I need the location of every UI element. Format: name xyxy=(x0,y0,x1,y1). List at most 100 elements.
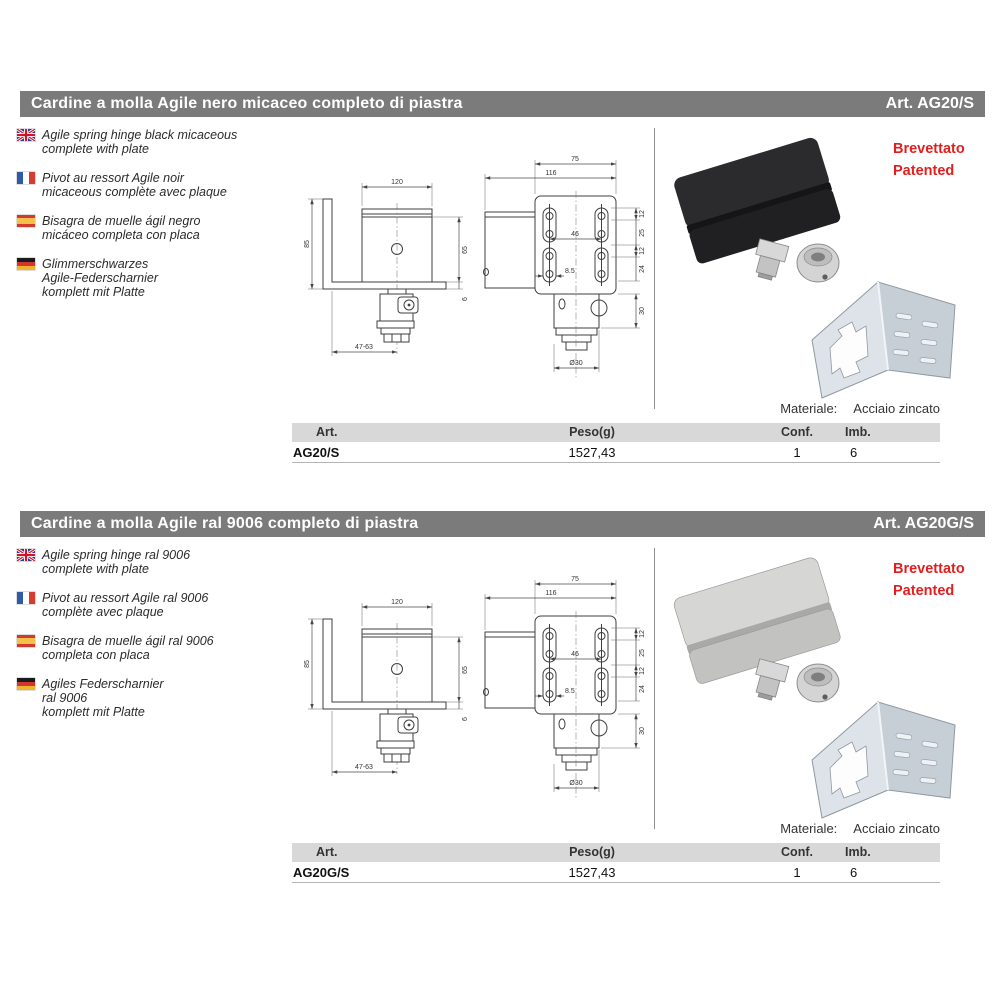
l-bracket xyxy=(811,280,956,399)
col-header-peso: Peso(g) xyxy=(569,425,615,439)
cell-art: AG20G/S xyxy=(293,865,350,880)
material-line: Materiale: Acciaio zincato xyxy=(780,821,940,836)
patent-line-en: Patented xyxy=(893,163,955,179)
dim-label: Ø30 xyxy=(569,360,582,367)
description-en: Agile spring hinge black micaceous compl… xyxy=(17,128,237,156)
section-header-bar: Cardine a molla Agile nero micaceo compl… xyxy=(20,91,985,117)
dim-label: 75 xyxy=(571,156,579,163)
hinge-pin xyxy=(755,658,790,701)
dim-label: 8.5 xyxy=(565,268,575,275)
description-line: complète avec plaque xyxy=(42,605,164,619)
description-line: Glimmerschwarzes xyxy=(42,257,149,271)
cell-peso: 1527,43 xyxy=(568,865,616,880)
dim-label: 47-63 xyxy=(355,764,373,771)
dim-label: 65 xyxy=(462,666,469,674)
right-view: 75 116 46 8.5 12 xyxy=(483,576,646,798)
description-fr: Pivot au ressort Agile ral 9006 complète… xyxy=(17,591,208,619)
col-header-art: Art. xyxy=(316,845,338,859)
col-header-conf: Conf. xyxy=(781,845,813,859)
table-row: AG20G/S 1527,43 1 6 xyxy=(292,862,940,883)
description-line: Agile spring hinge ral 9006 xyxy=(42,548,191,562)
material-line: Materiale: Acciaio zincato xyxy=(780,401,940,416)
technical-drawing: 120 85 65 6 47-63 xyxy=(304,576,646,798)
dim-label: 12 xyxy=(639,667,646,675)
dim-label: 116 xyxy=(545,590,556,597)
description-line: completa con placa xyxy=(42,648,150,662)
right-view: 75 116 46 8.5 12 xyxy=(483,156,646,378)
germany-flag-icon xyxy=(17,258,35,270)
dim-label: 12 xyxy=(639,247,646,255)
product-photo xyxy=(673,557,956,819)
description-fr: Pivot au ressort Agile noir micaceous co… xyxy=(17,171,227,199)
uk-flag-icon xyxy=(17,129,35,141)
section-header-bar: Cardine a molla Agile ral 9006 completo … xyxy=(20,511,985,537)
dim-label: 8.5 xyxy=(565,688,575,695)
patent-line-it: Brevettato xyxy=(893,141,965,157)
dim-label: 12 xyxy=(639,210,646,218)
dim-label: 85 xyxy=(304,240,311,248)
collar-part xyxy=(796,243,840,283)
hinge-body xyxy=(674,137,841,264)
material-label: Materiale: xyxy=(780,401,838,416)
dim-label: 30 xyxy=(639,727,646,735)
product-photo xyxy=(674,137,956,399)
col-header-art: Art. xyxy=(316,425,338,439)
table-header-row: Art. Peso(g) Conf. Imb. xyxy=(292,423,940,442)
col-header-conf: Conf. xyxy=(781,425,813,439)
left-view: 120 85 65 6 47-63 xyxy=(304,179,469,356)
material-value: Acciaio zincato xyxy=(853,821,940,836)
hinge-pin xyxy=(755,238,790,281)
patent-line-it: Brevettato xyxy=(893,561,965,577)
description-line: komplett mit Platte xyxy=(42,705,145,719)
vertical-divider xyxy=(654,548,655,829)
cell-conf: 1 xyxy=(793,865,801,880)
cell-art: AG20/S xyxy=(293,445,340,460)
article-number: Art. AG20/S xyxy=(885,95,974,112)
dim-label: 24 xyxy=(639,685,646,693)
table-header-row: Art. Peso(g) Conf. Imb. xyxy=(292,843,940,862)
description-line: Bisagra de muelle ágil ral 9006 xyxy=(42,634,214,648)
cell-conf: 1 xyxy=(793,445,801,460)
description-en: Agile spring hinge ral 9006 complete wit… xyxy=(17,548,190,576)
description-de: Glimmerschwarzes Agile-Federscharnier ko… xyxy=(17,257,158,299)
col-header-imb: Imb. xyxy=(845,425,871,439)
dim-label: 12 xyxy=(639,630,646,638)
description-de: Agiles Federscharnier ral 9006 komplett … xyxy=(17,677,164,719)
collar-part xyxy=(796,663,840,703)
cell-imb: 6 xyxy=(850,865,858,880)
dim-label: 6 xyxy=(462,297,469,301)
parts-table: Art. Peso(g) Conf. Imb. AG20G/S 1527,43 … xyxy=(292,843,940,883)
description-line: ral 9006 xyxy=(42,691,88,705)
dim-label: 30 xyxy=(639,307,646,315)
description-line: Pivot au ressort Agile noir xyxy=(42,171,184,185)
description-es: Bisagra de muelle ágil negro micáceo com… xyxy=(17,214,200,242)
dim-label: 47-63 xyxy=(355,344,373,351)
france-flag-icon xyxy=(17,172,35,184)
patent-note: Brevettato Patented xyxy=(893,558,993,602)
material-value: Acciaio zincato xyxy=(853,401,940,416)
col-header-imb: Imb. xyxy=(845,845,871,859)
description-line: Agile-Federscharnier xyxy=(42,271,159,285)
technical-drawing: 120 85 65 6 47-63 xyxy=(304,156,646,378)
description-line: Agile spring hinge black micaceous xyxy=(42,128,238,142)
uk-flag-icon xyxy=(17,549,35,561)
material-label: Materiale: xyxy=(780,821,838,836)
description-line: micaceous complète avec plaque xyxy=(42,185,227,199)
parts-table: Art. Peso(g) Conf. Imb. AG20/S 1527,43 1… xyxy=(292,423,940,463)
spain-flag-icon xyxy=(17,635,35,647)
description-line: komplett mit Platte xyxy=(42,285,145,299)
dim-label: 46 xyxy=(571,651,579,658)
description-line: Agiles Federscharnier xyxy=(42,677,164,691)
dim-label: 25 xyxy=(639,649,646,657)
product-section-ag20gs: Cardine a molla Agile ral 9006 completo … xyxy=(0,511,1000,921)
cell-imb: 6 xyxy=(850,445,858,460)
cell-peso: 1527,43 xyxy=(568,445,616,460)
dim-label: 85 xyxy=(304,660,311,668)
description-line: complete with plate xyxy=(42,562,150,576)
dim-label: 25 xyxy=(639,229,646,237)
description-line: complete with plate xyxy=(42,142,150,156)
dim-label: Ø30 xyxy=(569,780,582,787)
dim-label: 116 xyxy=(545,170,556,177)
bracket-slots xyxy=(892,312,939,364)
